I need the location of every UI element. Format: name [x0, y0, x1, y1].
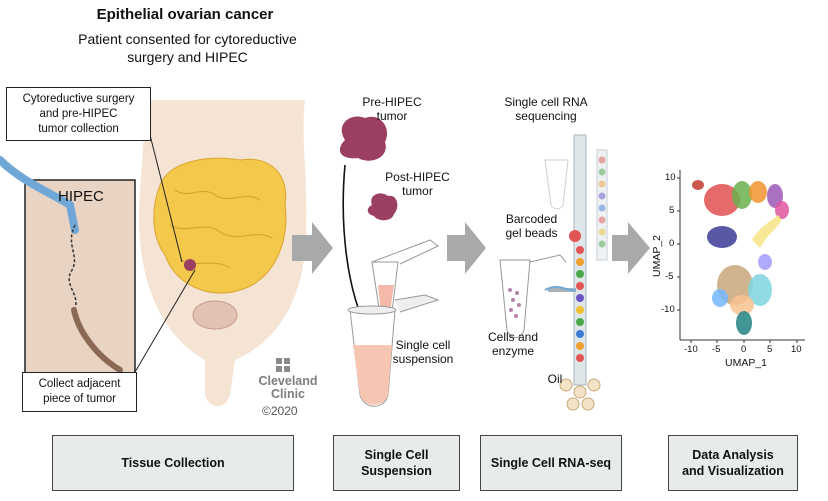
step-single-cell-rnaseq: Single Cell RNA-seq	[480, 435, 622, 491]
step-suspension-line-2: Suspension	[361, 464, 432, 478]
drain-tube	[71, 307, 123, 373]
copyright: ©2020	[262, 404, 298, 418]
umap-xtick-4: 5	[767, 344, 773, 355]
cleveland-clinic-logo: Cleveland Clinic	[256, 375, 320, 401]
post-hipec-tumor	[367, 193, 398, 221]
step-analysis-line-2: and Visualization	[682, 464, 784, 478]
post-hipec-line-2: tumor	[402, 184, 433, 198]
logo-line-1: Cleveland	[258, 374, 318, 388]
beads-tube	[544, 159, 569, 210]
callout-adjacent-tumor: Collect adjacent piece of tumor	[22, 372, 137, 412]
step-suspension-line-1: Single Cell	[364, 448, 429, 462]
umap-xtick-5: 10	[791, 344, 802, 355]
pre-hipec-tumor	[339, 116, 388, 161]
pre-hipec-line-1: Pre-HIPEC	[362, 95, 422, 109]
droplets	[559, 378, 601, 411]
logo-line-2: Clinic	[270, 387, 306, 401]
umap-clusters	[692, 180, 789, 335]
single-cell-line-1: Single cell	[395, 338, 451, 352]
hipec-label: HIPEC	[58, 188, 104, 205]
callout-surgery-line-3: tumor collection	[38, 123, 119, 135]
step-data-analysis: Data Analysis and Visualization	[668, 435, 798, 491]
pre-hipec-line-2: tumor	[376, 109, 408, 123]
arrow-3	[612, 222, 650, 274]
umap-xtick-3: 0	[741, 344, 747, 355]
umap-ytick-3: 0	[669, 238, 675, 249]
pre-hipec-label: Pre-HIPEC tumor	[352, 95, 432, 123]
umap-xlabel: UMAP_1	[725, 357, 768, 369]
beads-line-2: gel beads	[505, 226, 558, 240]
barcoded-beads-label: Barcoded gel beads	[494, 212, 569, 240]
cells-tube	[499, 259, 531, 338]
umap-ytick-1: 10	[665, 172, 676, 183]
cleveland-clinic-logo-mark	[276, 358, 290, 372]
callout-surgery-line-1: Cytoreductive surgery	[22, 93, 135, 105]
single-cell-line-2: suspension	[392, 352, 454, 366]
step-tissue-collection-label: Tissue Collection	[121, 456, 225, 470]
umap-xtick-2: -5	[712, 344, 721, 355]
umap-ytick-2: 5	[669, 205, 675, 216]
post-hipec-line-1: Post-HIPEC	[385, 170, 450, 184]
omentum-illustration	[153, 157, 287, 294]
step-tissue-collection: Tissue Collection	[52, 435, 294, 491]
umap-xtick-1: -10	[684, 344, 698, 355]
oil-label: Oil	[547, 372, 563, 386]
step-rnaseq-label: Single Cell RNA-seq	[490, 456, 612, 470]
rnaseq-title-line-2: sequencing	[515, 109, 577, 123]
cells-line-2: enzyme	[491, 344, 535, 358]
umap-ytick-5: -10	[661, 304, 675, 315]
umap-ytick-4: -5	[665, 271, 674, 282]
arrow-2	[447, 222, 486, 274]
main-title: Epithelial ovarian cancer	[96, 6, 274, 23]
post-hipec-label: Post-HIPEC tumor	[375, 170, 460, 198]
umap-ylabel: UMAP_2	[651, 234, 664, 278]
subtitle: Patient consented for cytoreductive surg…	[55, 30, 320, 66]
step-analysis-line-1: Data Analysis	[692, 448, 774, 462]
callout-surgery-line-2: and pre-HIPEC	[39, 108, 118, 120]
umap-plot	[677, 170, 805, 343]
callout-adjacent-line-1: Collect adjacent	[38, 378, 121, 390]
arrow-1	[292, 222, 333, 274]
umap-x-ticks	[690, 340, 798, 343]
callout-adjacent-line-2: piece of tumor	[43, 393, 116, 405]
callout-surgery: Cytoreductive surgery and pre-HIPEC tumo…	[6, 87, 151, 141]
beads-line-1: Barcoded	[505, 212, 558, 226]
umap-y-ticks	[677, 177, 680, 311]
single-cell-label: Single cell suspension	[388, 338, 458, 366]
subtitle-line-1: Patient consented for cytoreductive	[78, 31, 297, 47]
step-single-cell-suspension: Single Cell Suspension	[333, 435, 460, 491]
gel-beads-column	[576, 246, 584, 362]
hipec-panel	[24, 179, 136, 376]
subtitle-line-2: surgery and HIPEC	[127, 49, 248, 65]
abdomen-tumor	[184, 259, 196, 271]
rnaseq-title: Single cell RNA sequencing	[490, 95, 602, 123]
cells-enzyme-label: Cells and enzyme	[482, 330, 544, 358]
hipec-tube	[0, 156, 79, 234]
cells-line-1: Cells and	[487, 330, 539, 344]
rnaseq-title-line-1: Single cell RNA	[504, 95, 588, 109]
